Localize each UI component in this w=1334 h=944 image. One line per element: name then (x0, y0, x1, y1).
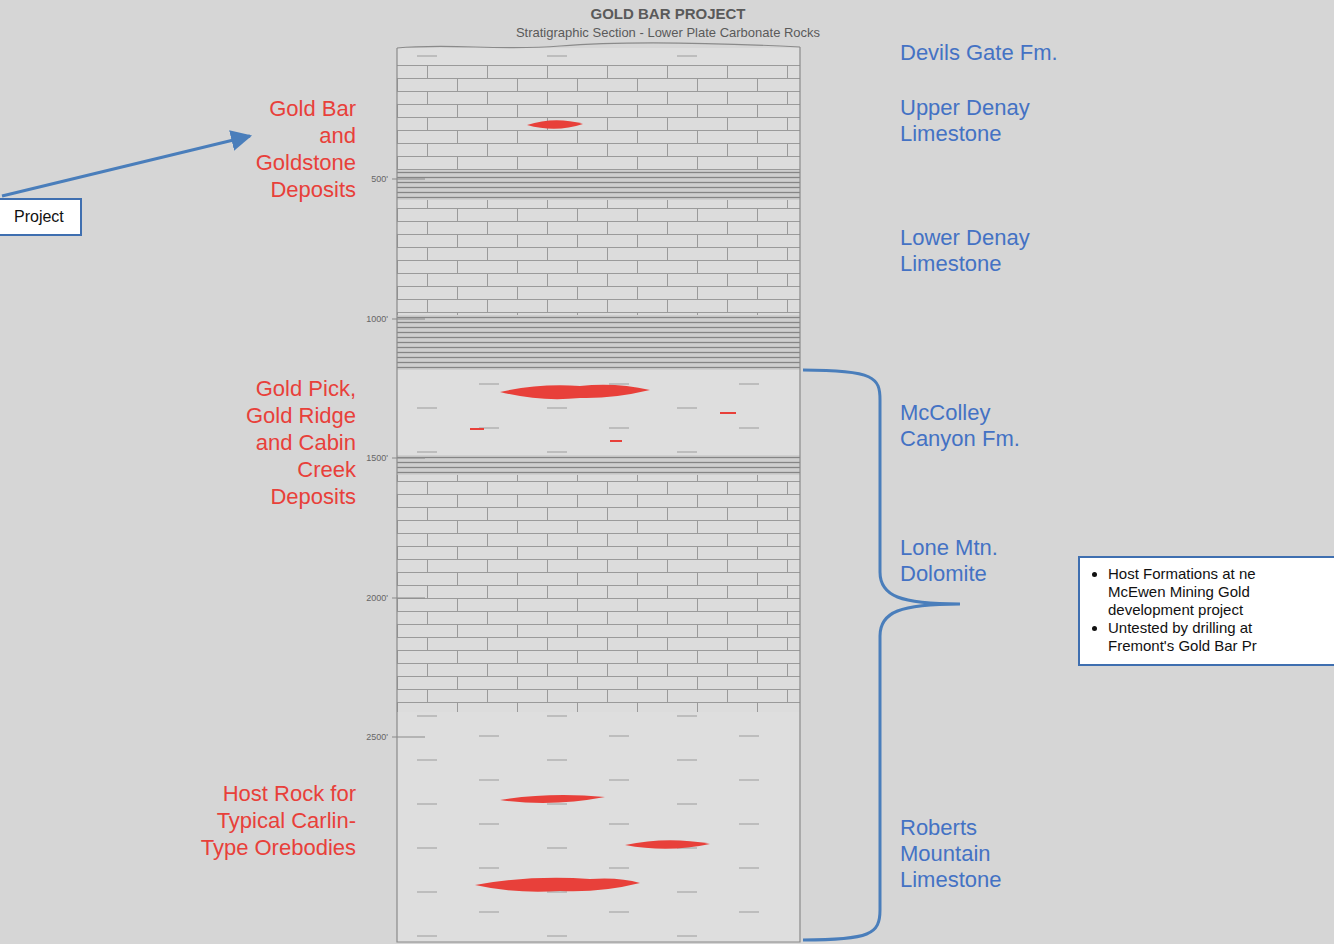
callout-text: Project (14, 207, 64, 227)
depth-mark: 1500' (348, 452, 388, 464)
formation-name: Roberts Mountain Limestone (900, 815, 1040, 893)
diagram-subtitle: Stratigraphic Section - Lower Plate Carb… (368, 25, 968, 41)
depth-mark: 2500' (348, 731, 388, 743)
callout-box: Project (0, 198, 82, 236)
diagram-title: GOLD BAR PROJECT (368, 5, 968, 22)
formation-name: McColley Canyon Fm. (900, 400, 1040, 452)
note-box: Host Formations at ne McEwen Mining Gold… (1078, 556, 1334, 666)
deposit-label: Host Rock for Typical Carlin-Type Orebod… (196, 780, 356, 861)
depth-mark: 1000' (348, 313, 388, 325)
depth-mark: 500' (348, 173, 388, 185)
formation-name: Lone Mtn. Dolomite (900, 535, 1040, 587)
depth-mark: 2000' (348, 592, 388, 604)
formation-name: Upper Denay Limestone (900, 95, 1040, 147)
formation-name: Devils Gate Fm. (900, 40, 1120, 66)
deposit-label: Gold Pick, Gold Ridge and Cabin Creek De… (226, 375, 356, 510)
bullet-text: Untested by drilling at Fremont's Gold B… (1108, 619, 1308, 655)
formation-name: Lower Denay Limestone (900, 225, 1040, 277)
deposit-label: Gold Bar and Goldstone Deposits (246, 95, 356, 203)
bullet-list: Host Formations at ne McEwen Mining Gold… (1088, 565, 1308, 655)
bullet-text: Host Formations at ne McEwen Mining Gold… (1108, 565, 1308, 619)
